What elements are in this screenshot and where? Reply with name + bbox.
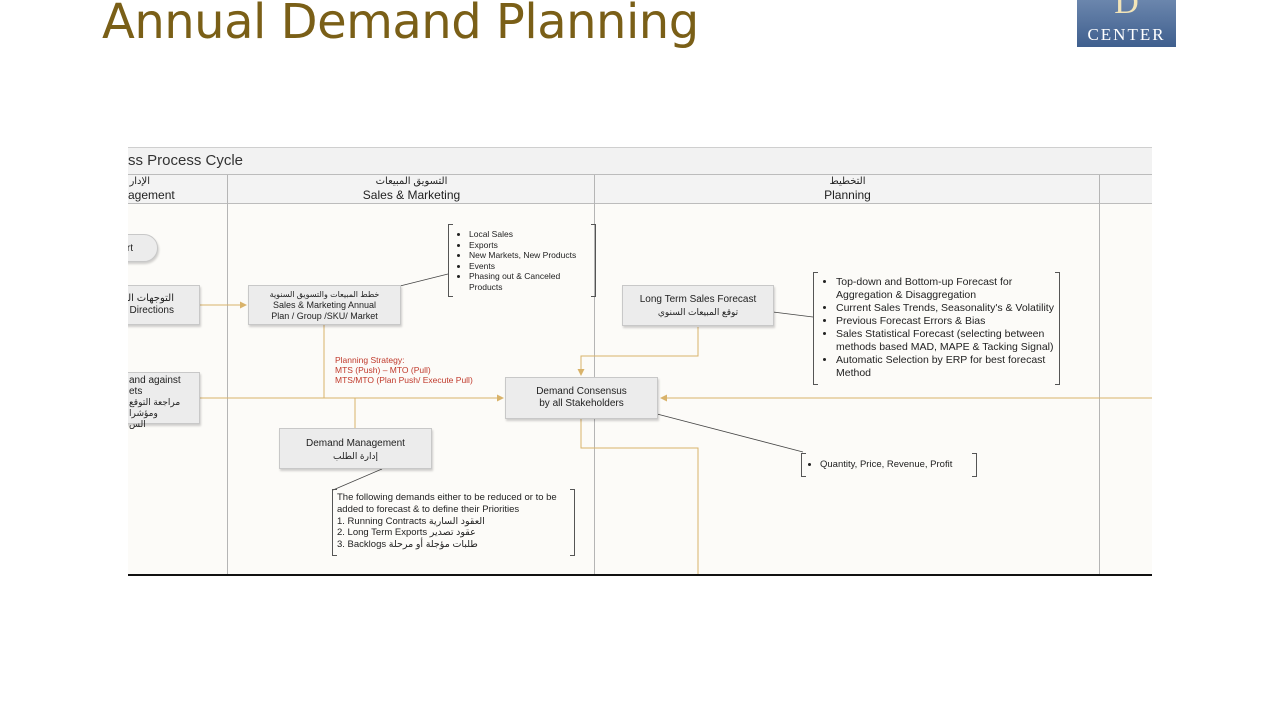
review-line: الس	[129, 419, 146, 429]
center-logo: D CENTER	[1077, 0, 1176, 47]
lane-header-sales-marketing: التسويق المبيعات Sales & Marketing	[228, 175, 595, 204]
consensus-line: by all Stakeholders	[539, 398, 624, 409]
logo-letter: D	[1114, 0, 1139, 21]
lane-planning-arabic: التخطيط	[829, 176, 866, 187]
demand-note-bracket: The following demands either to be reduc…	[332, 489, 575, 556]
demand-note: The following demands either to be reduc…	[337, 492, 574, 551]
start-event-label: rt	[128, 243, 133, 254]
list-item: Previous Forecast Errors & Bias	[836, 315, 1059, 328]
connector-consensus-down	[580, 419, 699, 574]
strategy-line: MTS (Push) – MTO (Pull)	[335, 365, 431, 375]
lane-sales-english: Sales & Marketing	[362, 188, 461, 202]
logo-word: CENTER	[1087, 25, 1166, 44]
list-item: Sales Statistical Forecast (selecting be…	[836, 328, 1059, 354]
connector-longterm-to-consensus	[577, 327, 699, 376]
sales-marketing-plan-box: خطط المبيعات والتسويق السنوية Sales & Ma…	[248, 285, 401, 325]
lane-management-arabic: الإدار	[129, 176, 150, 187]
callout-sales-list	[399, 273, 449, 287]
strategy-line: MTS/MTO (Plan Push/ Execute Pull)	[335, 375, 473, 385]
demand-note-item: 3. Backlogs طلبات مؤجلة أو مرحلة	[337, 539, 478, 551]
start-event: rt	[128, 234, 158, 262]
slide-title: Annual Demand Planning	[102, 0, 699, 50]
list-item: Top-down and Bottom-up Forecast for Aggr…	[836, 276, 1059, 302]
list-item: Phasing out & Canceled Products	[469, 271, 595, 292]
demand-note-item: 1. Running Contracts العقود السارية	[337, 515, 485, 527]
lane-divider	[1099, 175, 1100, 574]
outputs-bracket: Quantity, Price, Revenue, Profit	[801, 453, 977, 477]
callout-forecast-list	[772, 311, 814, 318]
demand-note-line: The following demands either to be reduc…	[337, 492, 557, 503]
list-item: Quantity, Price, Revenue, Profit	[820, 459, 976, 470]
callout-demand-note	[332, 468, 383, 491]
directions-english: Directions	[129, 305, 174, 316]
list-item: Automatic Selection by ERP for best fore…	[836, 354, 1059, 380]
forecast-list-bracket: Top-down and Bottom-up Forecast for Aggr…	[813, 272, 1060, 385]
process-diagram: ss Process Cycle الإدار agement التسويق …	[128, 147, 1152, 576]
strategy-label: Planning Strategy:	[335, 355, 405, 365]
list-item: Local Sales	[469, 229, 595, 240]
diagram-title-bar: ss Process Cycle	[128, 147, 1152, 175]
lane-header-planning: التخطيط Planning	[595, 175, 1100, 204]
review-line: and against	[129, 375, 181, 386]
lane-divider	[594, 175, 595, 574]
review-box: and against ets مراجعة التوقع ومؤشرا الس	[128, 372, 200, 429]
lane-divider	[227, 175, 228, 574]
lane-planning-english: Planning	[824, 188, 871, 202]
list-item: New Markets, New Products	[469, 250, 595, 261]
callout-outputs	[656, 413, 804, 453]
directions-arabic: التوجهات الرئيس	[128, 293, 174, 304]
list-item: Events	[469, 261, 595, 272]
lane-header-management: الإدار agement	[128, 175, 228, 204]
sales-list-bracket: Local Sales Exports New Markets, New Pro…	[448, 224, 596, 297]
forecast-list: Top-down and Bottom-up Forecast for Aggr…	[824, 276, 1059, 380]
lane-management-english: agement	[128, 188, 175, 202]
lane-header-next	[1100, 175, 1152, 204]
sales-plan-line: Plan / Group /SKU/ Market	[271, 311, 378, 321]
review-line: ets	[129, 386, 143, 397]
demand-note-item: 2. Long Term Exports عقود تصدير	[337, 527, 476, 539]
sales-plan-arabic: خطط المبيعات والتسويق السنوية	[269, 290, 380, 299]
demand-management-english: Demand Management	[306, 438, 405, 449]
demand-management-arabic: إدارة الطلب	[332, 451, 378, 461]
diagram-title: ss Process Cycle	[128, 152, 244, 169]
long-term-english: Long Term Sales Forecast	[639, 294, 757, 305]
long-term-arabic: توقع المبيعات السنوي	[657, 307, 739, 317]
planning-strategy: Planning Strategy: MTS (Push) – MTO (Pul…	[335, 355, 473, 385]
sales-plan-line: Sales & Marketing Annual	[272, 300, 377, 310]
sales-list: Local Sales Exports New Markets, New Pro…	[457, 229, 595, 293]
demand-consensus-box: Demand Consensus by all Stakeholders	[505, 377, 658, 419]
demand-note-line: added to forecast & to define their Prio…	[337, 503, 520, 515]
list-item: Current Sales Trends, Seasonality's & Vo…	[836, 302, 1059, 315]
connector-lines	[200, 273, 1152, 574]
outputs-list: Quantity, Price, Revenue, Profit	[808, 459, 976, 470]
review-line: مراجعة التوقع ومؤشرا	[129, 397, 181, 418]
directions-box: التوجهات الرئيس Directions	[128, 285, 200, 325]
lane-sales-arabic: التسويق المبيعات	[375, 176, 448, 187]
consensus-line: Demand Consensus	[536, 386, 627, 397]
list-item: Exports	[469, 240, 595, 251]
long-term-forecast-box: Long Term Sales Forecast توقع المبيعات ا…	[622, 285, 774, 326]
demand-management-box: Demand Management إدارة الطلب	[279, 428, 432, 469]
